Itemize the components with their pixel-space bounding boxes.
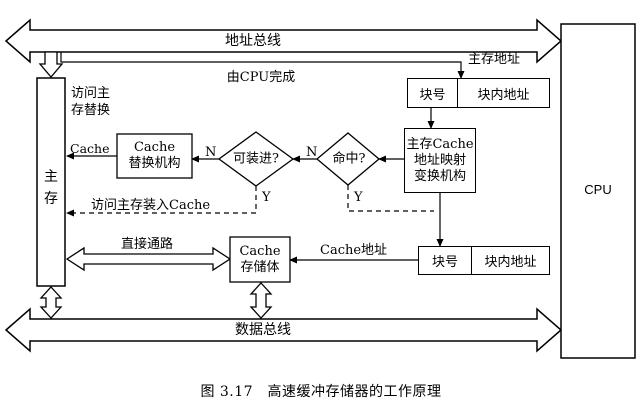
- loadable-decision-label: 可装进?: [233, 151, 279, 167]
- direct-path-label: 直接通路: [120, 237, 174, 252]
- loadable-yes-marker: Y: [262, 190, 271, 205]
- main-memory-label-line2: 存: [44, 191, 58, 207]
- replacement-unit-line1: Cache: [133, 140, 176, 155]
- main-memory-address-label: 主存地址: [468, 52, 521, 67]
- cache-storage-box: [229, 236, 291, 283]
- address-bus-label: 地址总线: [225, 33, 281, 49]
- done-by-cpu-label: 由CPU完成: [226, 70, 296, 85]
- access-replace-label: 访问主 存替换: [71, 85, 110, 119]
- block-number-field-bottom: 块号: [431, 255, 458, 270]
- data-bus-label: 数据总线: [235, 322, 291, 338]
- loadable-no-marker: N: [205, 145, 217, 160]
- cache-output-label: Cache: [70, 141, 110, 156]
- cache-address-label: Cache地址: [320, 243, 388, 258]
- hit-no-marker: N: [306, 145, 318, 160]
- cache-storage-line1: Cache: [239, 243, 281, 259]
- main-memory-label-line1: 主: [44, 169, 58, 185]
- mapping-unit-line1: 主存Cache: [406, 136, 474, 152]
- block-number-field-top: 块号: [419, 87, 446, 103]
- replacement-unit: Cache 替换机构: [117, 134, 192, 178]
- main-memory-label: 主 存: [44, 166, 58, 210]
- block-offset-field-bottom: 块内地址: [471, 247, 549, 274]
- address-mapping-unit: 主存Cache 地址映射 变换机构: [404, 128, 476, 193]
- memory-to-data-bus-arrow: [39, 286, 63, 319]
- cpu-box: [560, 23, 636, 359]
- hit-decision-label: 命中?: [332, 151, 366, 167]
- address-bus-to-memory-arrow: [38, 51, 64, 79]
- mapping-unit-line2: 地址映射: [413, 152, 466, 168]
- cache-storage: Cache 存储体: [230, 237, 290, 282]
- address-register-top: 块号 块内地址: [407, 78, 550, 108]
- access-load-cache-label: 访问主存装入Cache: [91, 198, 211, 213]
- hit-yes-marker: Y: [354, 190, 363, 205]
- figure-caption: 图 3.17 高速缓冲存储器的工作原理: [200, 384, 442, 400]
- replacement-unit-line2: 替换机构: [128, 156, 181, 171]
- load-cache-dashed-line: [66, 186, 257, 217]
- cpu-label: CPU: [584, 182, 612, 197]
- address-register-bottom: 块号 块内地址: [418, 246, 550, 275]
- hit-yes-dashed-line: [347, 185, 434, 212]
- block-offset-field-top: 块内地址: [457, 79, 549, 107]
- mapping-unit-line3: 变换机构: [413, 168, 466, 184]
- cache-storage-line2: 存储体: [240, 259, 280, 275]
- main-memory-address-line: [60, 52, 465, 79]
- access-replace-line1: 访问主: [71, 86, 111, 101]
- replacement-unit-box: [116, 133, 193, 179]
- cache-to-data-bus-arrow: [249, 282, 273, 319]
- access-replace-line2: 存替换: [71, 103, 111, 118]
